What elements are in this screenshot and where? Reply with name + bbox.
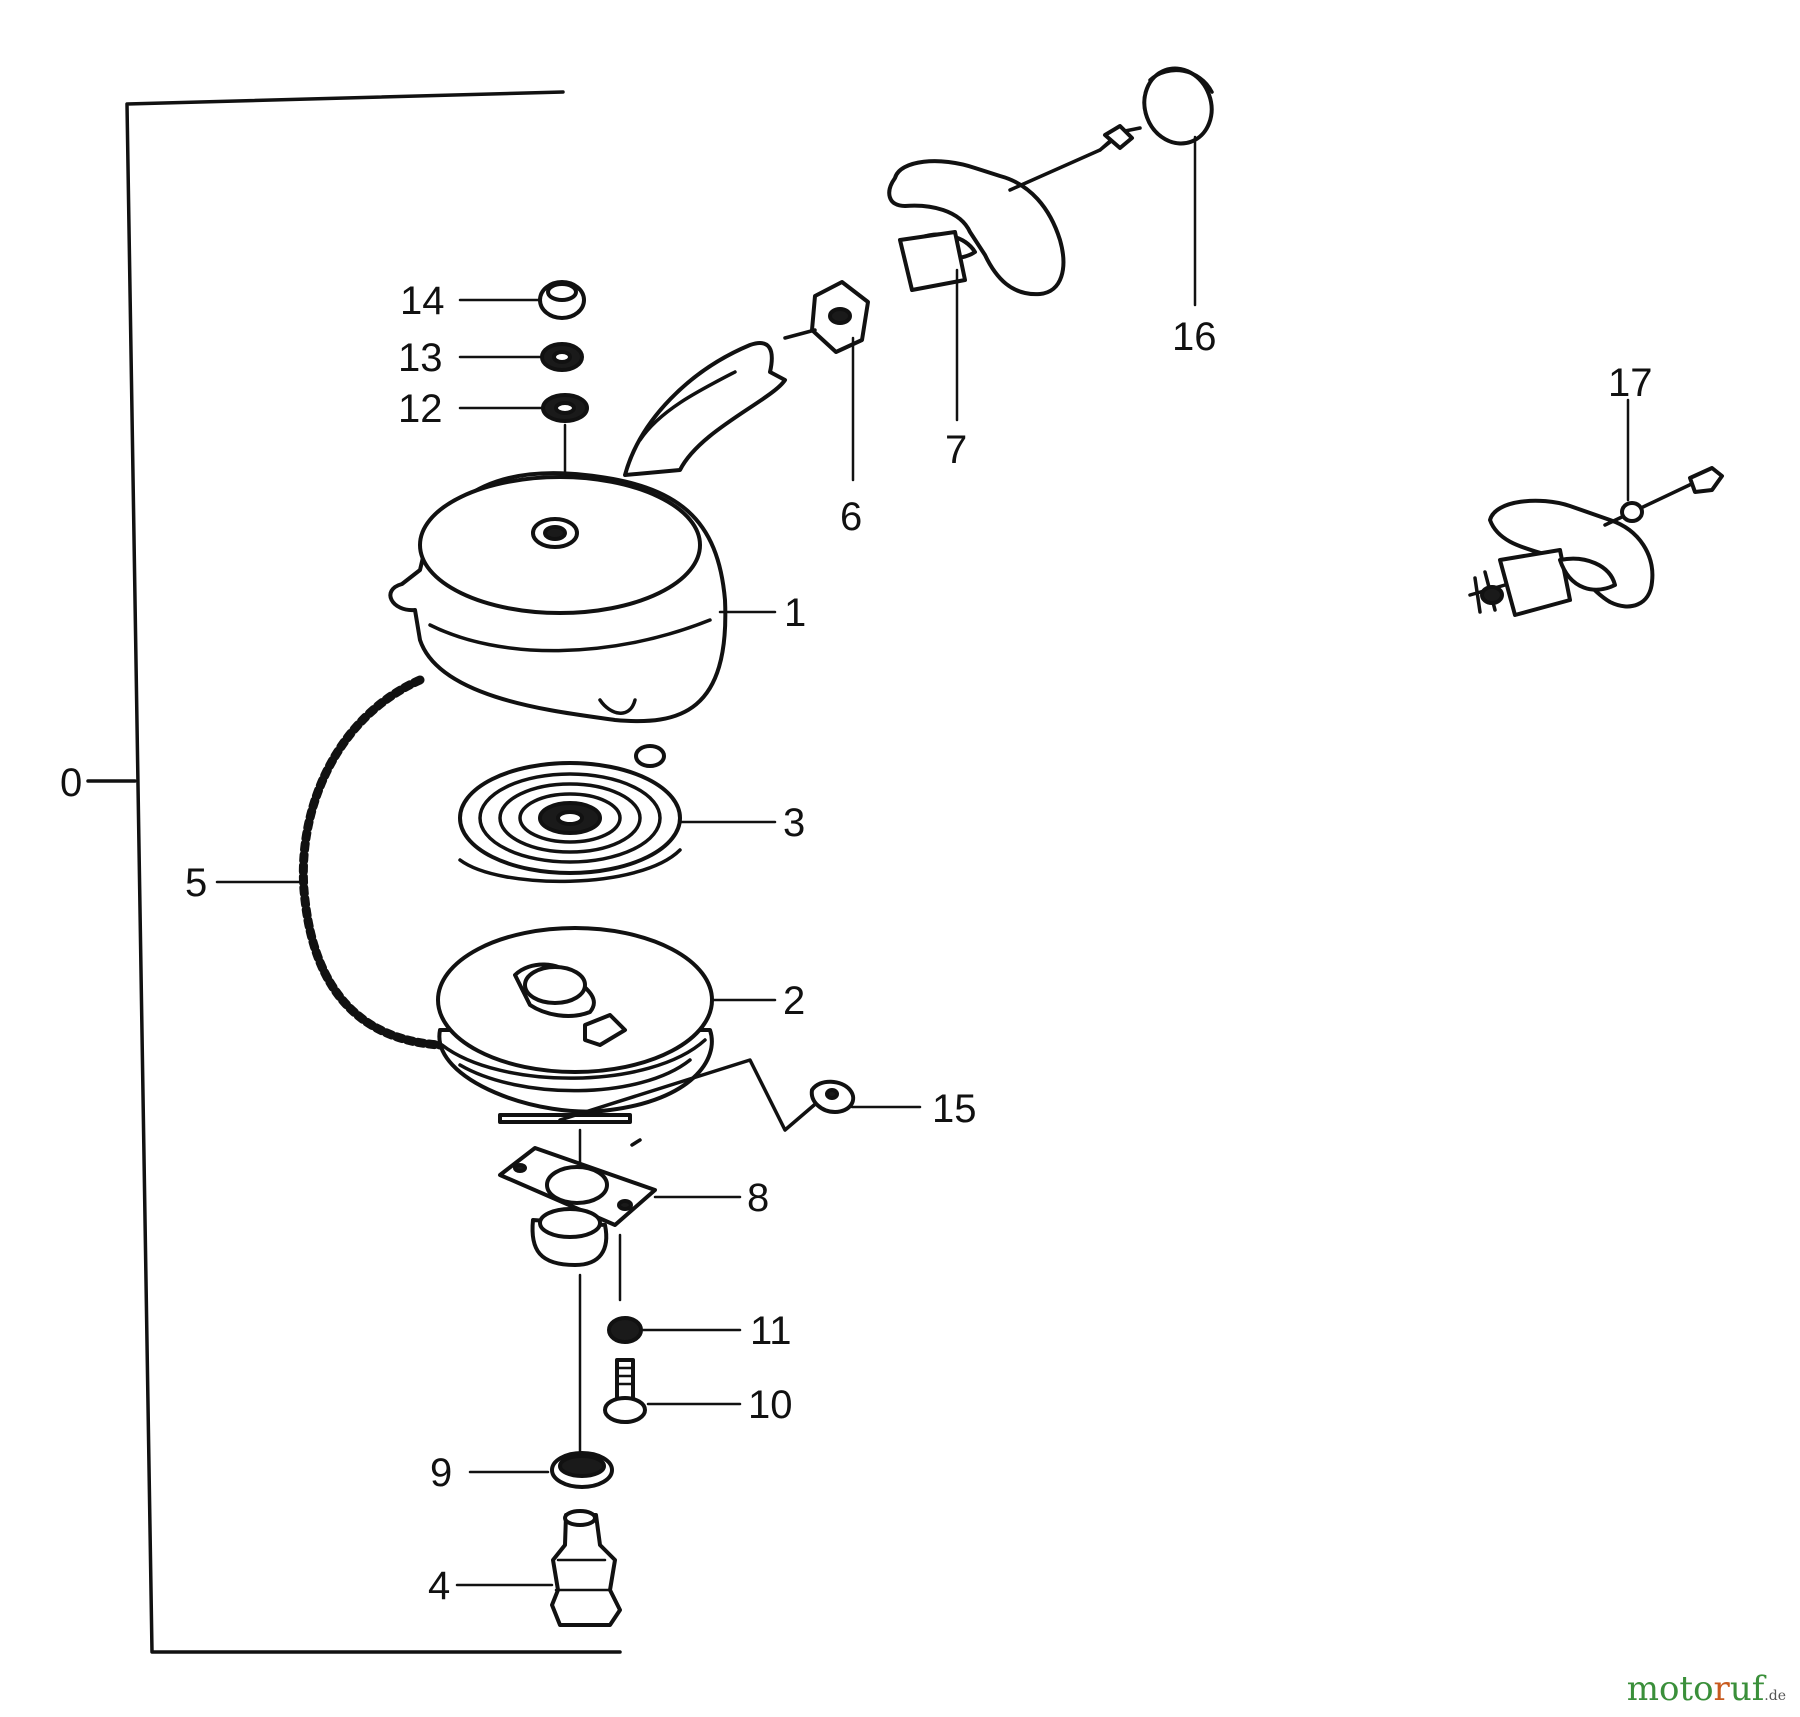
part-4-post — [455, 1509, 622, 1627]
part-13-washer — [540, 342, 584, 372]
callout-11: 11 — [750, 1309, 792, 1353]
part-11-nut — [607, 1316, 742, 1344]
part-10-screw — [603, 1358, 742, 1424]
assembly-bracket — [86, 90, 622, 1654]
part-1-housing — [388, 341, 787, 724]
callout-6: 6 — [840, 495, 862, 539]
callout-10: 10 — [748, 1383, 793, 1427]
part-8-bracket — [498, 1128, 742, 1457]
watermark-text-b: r — [1713, 1669, 1730, 1709]
watermark-tld: .de — [1764, 1688, 1786, 1704]
callout-9: 9 — [430, 1451, 452, 1495]
part-17-handle-assembly — [1468, 398, 1724, 617]
callout-5: 5 — [185, 861, 207, 905]
callout-17: 17 — [1608, 361, 1653, 405]
watermark-text-c: uf — [1729, 1669, 1765, 1709]
part-15-pawl — [558, 1058, 922, 1147]
watermark-logo: motoruf.de — [1627, 1669, 1786, 1709]
callout-13: 13 — [398, 336, 443, 380]
callout-3: 3 — [783, 801, 805, 845]
callout-12: 12 — [398, 387, 443, 431]
callout-15: 15 — [932, 1087, 977, 1131]
callout-14: 14 — [400, 279, 445, 323]
part-14-nut — [538, 280, 586, 320]
part-3-spring — [458, 744, 777, 884]
watermark-text-a: moto — [1626, 1669, 1714, 1709]
part-9-ring — [468, 1451, 614, 1489]
callout-16: 16 — [1172, 315, 1217, 359]
callout-8: 8 — [747, 1176, 769, 1220]
leader-lines — [458, 298, 545, 410]
part-2-pulley — [436, 926, 777, 1124]
part-16-cap — [1142, 66, 1214, 307]
part-12-washer — [541, 393, 589, 423]
part-6-grommet — [783, 280, 870, 482]
part-5-rope — [215, 675, 445, 1050]
callout-7: 7 — [945, 428, 967, 472]
callout-labels: 0 1 2 3 4 5 6 7 8 9 10 11 12 13 14 15 16… — [60, 279, 1653, 1608]
callout-0: 0 — [60, 761, 82, 805]
part-7-handle — [887, 124, 1142, 422]
callout-2: 2 — [783, 979, 805, 1023]
callout-1: 1 — [784, 591, 806, 635]
callout-4: 4 — [428, 1564, 450, 1608]
